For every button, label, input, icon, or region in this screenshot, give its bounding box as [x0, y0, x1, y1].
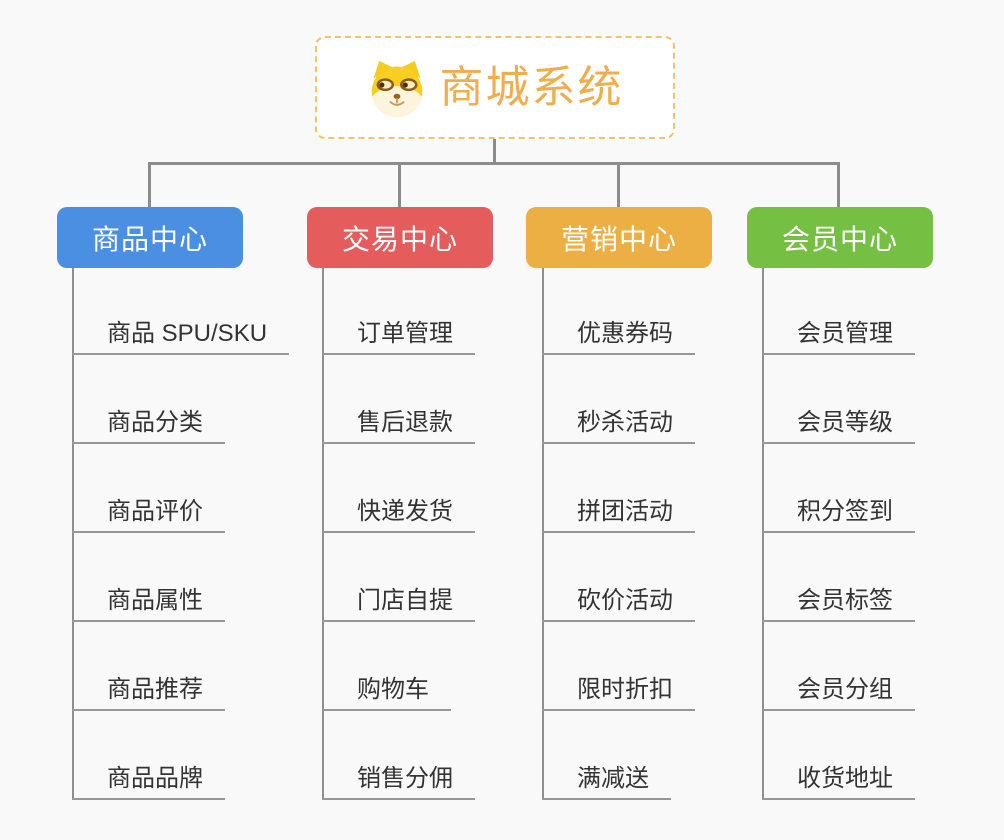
leaf-item[interactable]: 售后退款: [322, 406, 475, 444]
root-node[interactable]: 商城系统: [315, 36, 675, 139]
branch-drop-line: [398, 162, 401, 207]
root-connector-line: [493, 139, 496, 164]
leaf-item[interactable]: 会员管理: [762, 317, 915, 355]
leaf-item[interactable]: 商品评价: [72, 495, 225, 533]
leaf-item[interactable]: 优惠券码: [542, 317, 695, 355]
branch-node-marketing-center[interactable]: 营销中心: [526, 207, 712, 268]
branch-node-product-center[interactable]: 商品中心: [57, 207, 243, 268]
branch-drop-line: [617, 162, 620, 207]
leaf-item[interactable]: 秒杀活动: [542, 406, 695, 444]
branch-label: 商品中心: [91, 223, 208, 255]
branch-trunk-line: [72, 268, 74, 800]
branch-node-trade-center[interactable]: 交易中心: [307, 207, 493, 268]
root-node-label: 商城系统: [439, 62, 624, 112]
branch-node-member-center[interactable]: 会员中心: [747, 207, 933, 268]
branch-trunk-line: [542, 268, 544, 800]
leaf-item[interactable]: 门店自提: [322, 584, 475, 622]
leaf-item[interactable]: 快递发货: [322, 495, 475, 533]
leaf-item[interactable]: 商品 SPU/SKU: [72, 317, 290, 355]
branch-drop-line: [148, 162, 151, 207]
leaf-item[interactable]: 商品分类: [72, 406, 225, 444]
branch-label: 会员中心: [781, 223, 898, 255]
branch-rail-line: [148, 162, 840, 165]
leaf-item[interactable]: 满减送: [542, 762, 671, 800]
leaf-item[interactable]: 商品品牌: [72, 762, 225, 800]
leaf-item[interactable]: 会员标签: [762, 584, 915, 622]
leaf-item[interactable]: 商品推荐: [72, 673, 225, 711]
dog-face-icon: [371, 60, 422, 117]
leaf-item[interactable]: 销售分佣: [322, 762, 475, 800]
leaf-item[interactable]: 商品属性: [72, 584, 225, 622]
leaf-item[interactable]: 购物车: [322, 673, 451, 711]
leaf-item[interactable]: 限时折扣: [542, 673, 695, 711]
leaf-item[interactable]: 拼团活动: [542, 495, 695, 533]
branch-trunk-line: [322, 268, 324, 800]
leaf-item[interactable]: 会员分组: [762, 673, 915, 711]
leaf-item[interactable]: 订单管理: [322, 317, 475, 355]
leaf-item[interactable]: 砍价活动: [542, 584, 695, 622]
branch-trunk-line: [762, 268, 764, 800]
leaf-item[interactable]: 积分签到: [762, 495, 915, 533]
leaf-item[interactable]: 会员等级: [762, 406, 915, 444]
leaf-item[interactable]: 收货地址: [762, 762, 915, 800]
branch-label: 营销中心: [560, 223, 677, 255]
branch-label: 交易中心: [341, 223, 458, 255]
branch-drop-line: [837, 162, 840, 207]
